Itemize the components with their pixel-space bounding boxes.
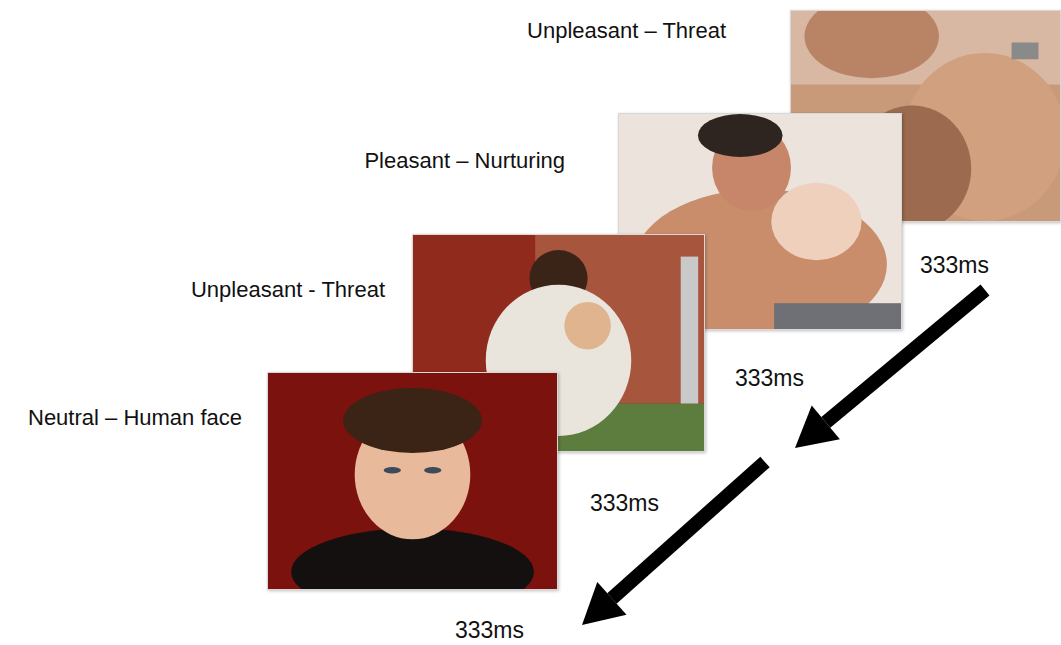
duration-label: 333ms bbox=[590, 490, 659, 517]
photo-shape bbox=[681, 257, 698, 430]
arrow-shaft bbox=[612, 462, 765, 598]
photo-shape bbox=[384, 467, 401, 473]
duration-label: 333ms bbox=[920, 252, 989, 279]
photo-shape bbox=[1012, 43, 1039, 60]
arrow-head bbox=[582, 582, 627, 625]
photo-shape bbox=[804, 11, 939, 78]
photo-illustration bbox=[268, 373, 557, 589]
category-label: Unpleasant - Threat bbox=[191, 277, 385, 303]
photo-shape bbox=[698, 114, 783, 157]
category-label: Unpleasant – Threat bbox=[527, 18, 726, 44]
category-label: Pleasant – Nurturing bbox=[364, 148, 565, 174]
duration-label: 333ms bbox=[735, 365, 804, 392]
photo-shape bbox=[343, 388, 482, 453]
arrow-head bbox=[795, 406, 840, 449]
stimulus-photo: Neutral – Human face bbox=[267, 372, 558, 590]
photo-shape bbox=[424, 467, 441, 473]
duration-label: 333ms bbox=[455, 617, 524, 644]
photo-shape bbox=[564, 302, 611, 350]
photo-shape bbox=[774, 303, 901, 329]
category-label: Neutral – Human face bbox=[28, 405, 242, 431]
photo-shape bbox=[771, 183, 861, 260]
